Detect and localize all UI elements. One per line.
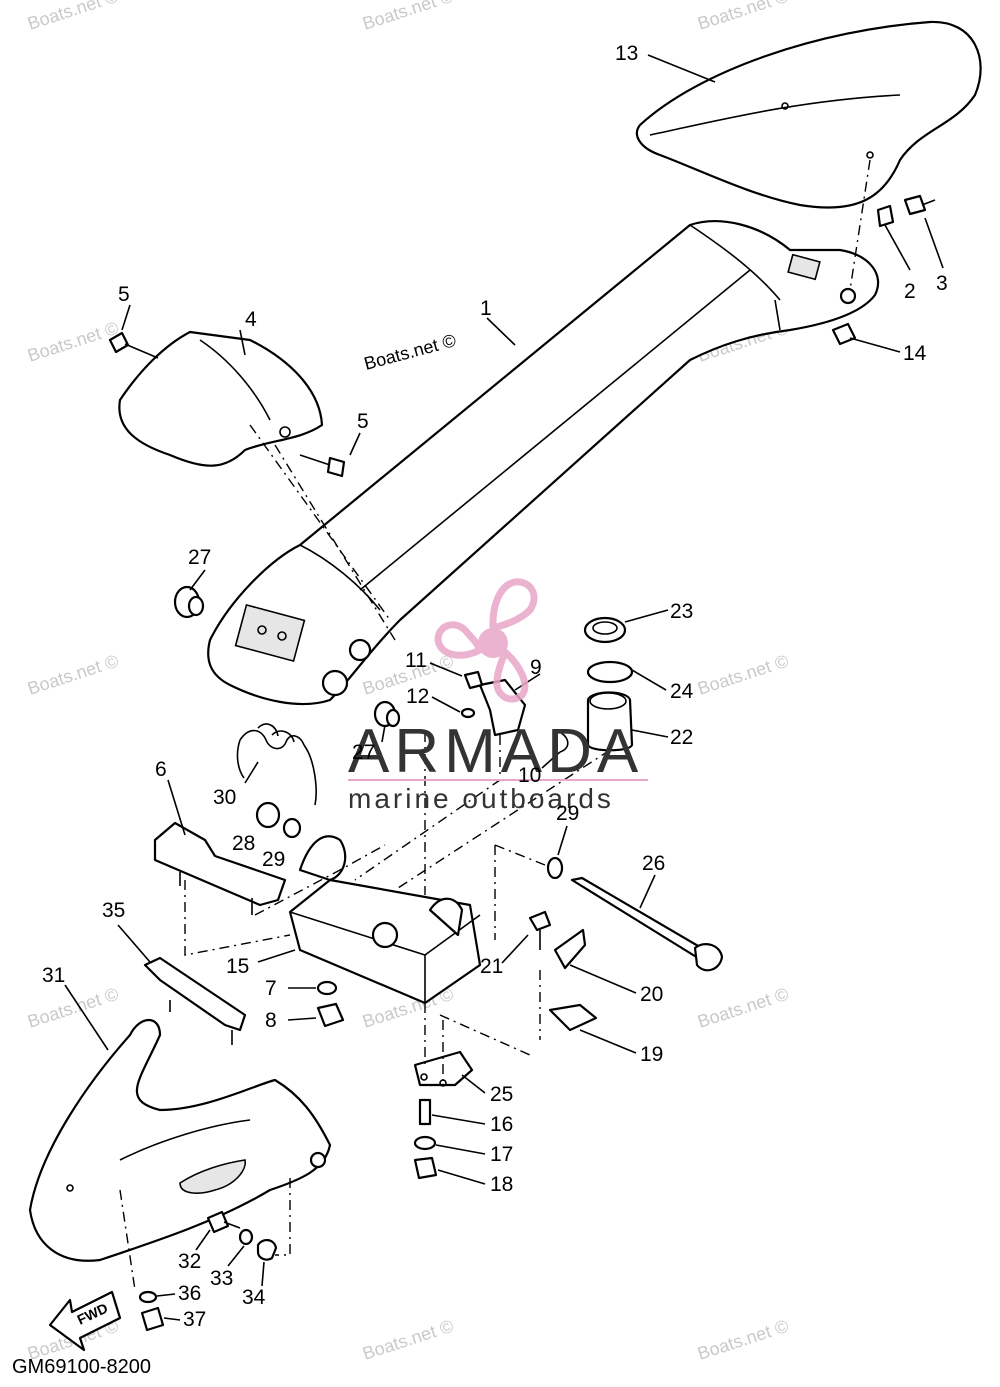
callout-number: 6 — [155, 758, 167, 781]
callout-number: 2 — [904, 280, 916, 303]
watermark: Boats.net © — [25, 651, 121, 699]
watermark: Boats.net © — [695, 0, 791, 34]
callout-number: 27 — [352, 741, 375, 764]
screws-top — [108, 194, 936, 478]
callout-number: 15 — [226, 955, 249, 978]
callout-number: 37 — [183, 1308, 206, 1331]
parts-22-24-grommet — [583, 616, 634, 752]
callout-number: 9 — [530, 656, 542, 679]
callout-number: 19 — [640, 1043, 663, 1066]
parts-9-12-bracket — [460, 670, 569, 753]
callout-number: 4 — [245, 308, 257, 331]
part-35-bracket — [143, 956, 247, 1045]
fwd-arrow: FWD — [48, 1290, 122, 1352]
part-30-spring — [236, 723, 317, 806]
callout-number: 14 — [903, 342, 927, 365]
part-26-bolt — [546, 856, 724, 972]
watermark: Boats.net © — [695, 1316, 791, 1364]
callout-number: 34 — [242, 1286, 266, 1309]
parts-28-29-nut-washer — [255, 801, 302, 839]
part-1-handle-arm — [207, 220, 880, 706]
callout-number: 1 — [480, 297, 492, 320]
callout-number: 13 — [615, 42, 638, 65]
watermark: Boats.net © — [25, 984, 121, 1032]
callout-number: 32 — [178, 1250, 201, 1273]
callout-number: 30 — [213, 786, 236, 809]
callout-number: 7 — [265, 977, 277, 1000]
callout-number: 18 — [490, 1173, 513, 1196]
callout-number: 8 — [265, 1009, 277, 1032]
callout-number: 28 — [232, 832, 255, 855]
leader-lines — [64, 54, 944, 1321]
callout-number: 10 — [518, 764, 541, 787]
callout-number: 11 — [405, 649, 427, 672]
brand-subtitle: marine outboards — [348, 783, 614, 814]
callout-number: 36 — [178, 1282, 201, 1305]
copyright-label: Boats.net © — [362, 330, 458, 374]
callout-number: 25 — [490, 1083, 513, 1106]
callout-number: 29 — [556, 802, 579, 825]
callout-number: 20 — [640, 983, 663, 1006]
part-31-cowling — [28, 1018, 332, 1262]
propeller-icon — [434, 578, 538, 703]
watermark: Boats.net © — [360, 0, 456, 34]
callout-number: 16 — [490, 1113, 513, 1136]
watermark: Boats.net © — [25, 318, 121, 366]
callout-number: 29 — [262, 848, 285, 871]
callout-number: 33 — [210, 1267, 233, 1290]
brand-title: ARMADA — [348, 717, 643, 786]
callout-number: 26 — [642, 852, 665, 875]
callout-layer: 1 2 3 4 5 5 6 7 8 9 10 11 12 13 14 15 16… — [42, 42, 948, 1331]
parts-19-21-brackets — [528, 910, 598, 1032]
callout-number: 23 — [670, 600, 693, 623]
parts-7-8 — [316, 980, 345, 1028]
diagram-code: GM69100-8200 — [12, 1356, 151, 1378]
callout-number: 5 — [118, 283, 130, 306]
callout-number: 12 — [406, 685, 429, 708]
watermark: Boats.net © — [695, 984, 791, 1032]
callout-number: 35 — [102, 899, 125, 922]
part-13-seat — [635, 20, 982, 209]
watermark: Boats.net © — [695, 651, 791, 699]
callout-number: 24 — [670, 680, 694, 703]
part-4-cover — [118, 330, 324, 467]
watermark: Boats.net © — [360, 1316, 456, 1364]
brand-logo: ARMADA marine outboards — [348, 578, 648, 814]
callout-number: 17 — [490, 1143, 513, 1166]
part-6-plate — [153, 821, 287, 915]
watermark: Boats.net © — [25, 0, 121, 34]
callout-number: 5 — [357, 410, 369, 433]
part-15-bracket — [288, 835, 482, 1005]
callout-number: 21 — [480, 955, 503, 978]
callout-number: 27 — [188, 546, 211, 569]
callout-number: 22 — [670, 726, 693, 749]
parts-32-37 — [138, 1210, 278, 1332]
callout-number: 3 — [936, 272, 948, 295]
part-27-collars — [173, 585, 401, 728]
callout-number: 31 — [42, 964, 65, 987]
